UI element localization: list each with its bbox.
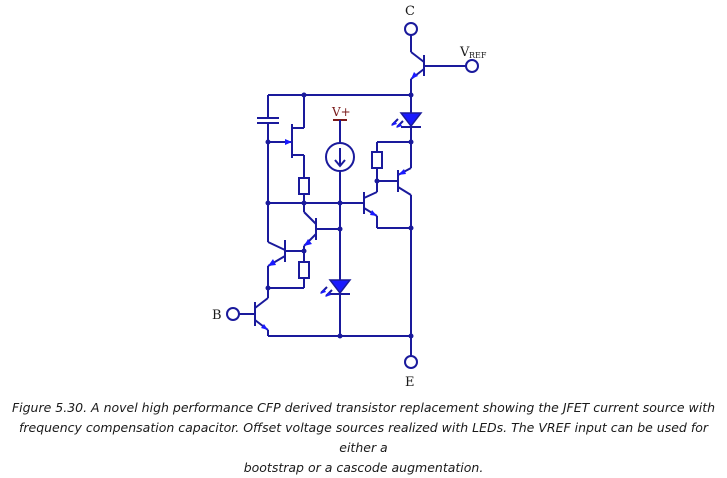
vref-label: V <box>459 45 470 60</box>
emitter-label: E <box>405 375 415 390</box>
transistor-lower-left <box>267 203 304 267</box>
base-label: B <box>212 308 222 323</box>
vref-subscript: REF <box>469 51 487 60</box>
transistor-mid-right <box>363 191 378 217</box>
figure-caption: Figure 5.30. A novel high performance CF… <box>0 398 727 478</box>
output-transistor <box>410 51 425 80</box>
current-source <box>325 142 355 172</box>
caption-line-3: bootstrap or a cascode augmentation. <box>243 460 484 475</box>
jfet-current-source <box>268 95 305 178</box>
transistor-mid-left <box>303 211 340 247</box>
circuit-schematic: C V REF <box>212 4 487 390</box>
transistor-upper-right <box>377 167 412 196</box>
caption-line-2: frequency compensation capacitor. Offset… <box>18 420 709 455</box>
resistor-right <box>371 141 411 192</box>
led-center <box>320 279 352 297</box>
resistor-jfet-source <box>298 177 310 195</box>
input-transistor <box>254 297 269 331</box>
vplus-label: V+ <box>331 105 351 119</box>
compensation-capacitor <box>257 95 279 142</box>
caption-line-1: Figure 5.30. A novel high performance CF… <box>11 400 716 415</box>
vplus-supply: V+ <box>331 105 351 143</box>
collector-terminal: C <box>404 4 418 36</box>
emitter-terminal: E <box>404 355 418 390</box>
base-terminal: B <box>212 307 240 323</box>
led-top-right <box>391 95 423 128</box>
collector-label: C <box>405 4 415 19</box>
vref-terminal: V REF <box>459 45 487 73</box>
resistor-lower-left <box>298 261 310 279</box>
